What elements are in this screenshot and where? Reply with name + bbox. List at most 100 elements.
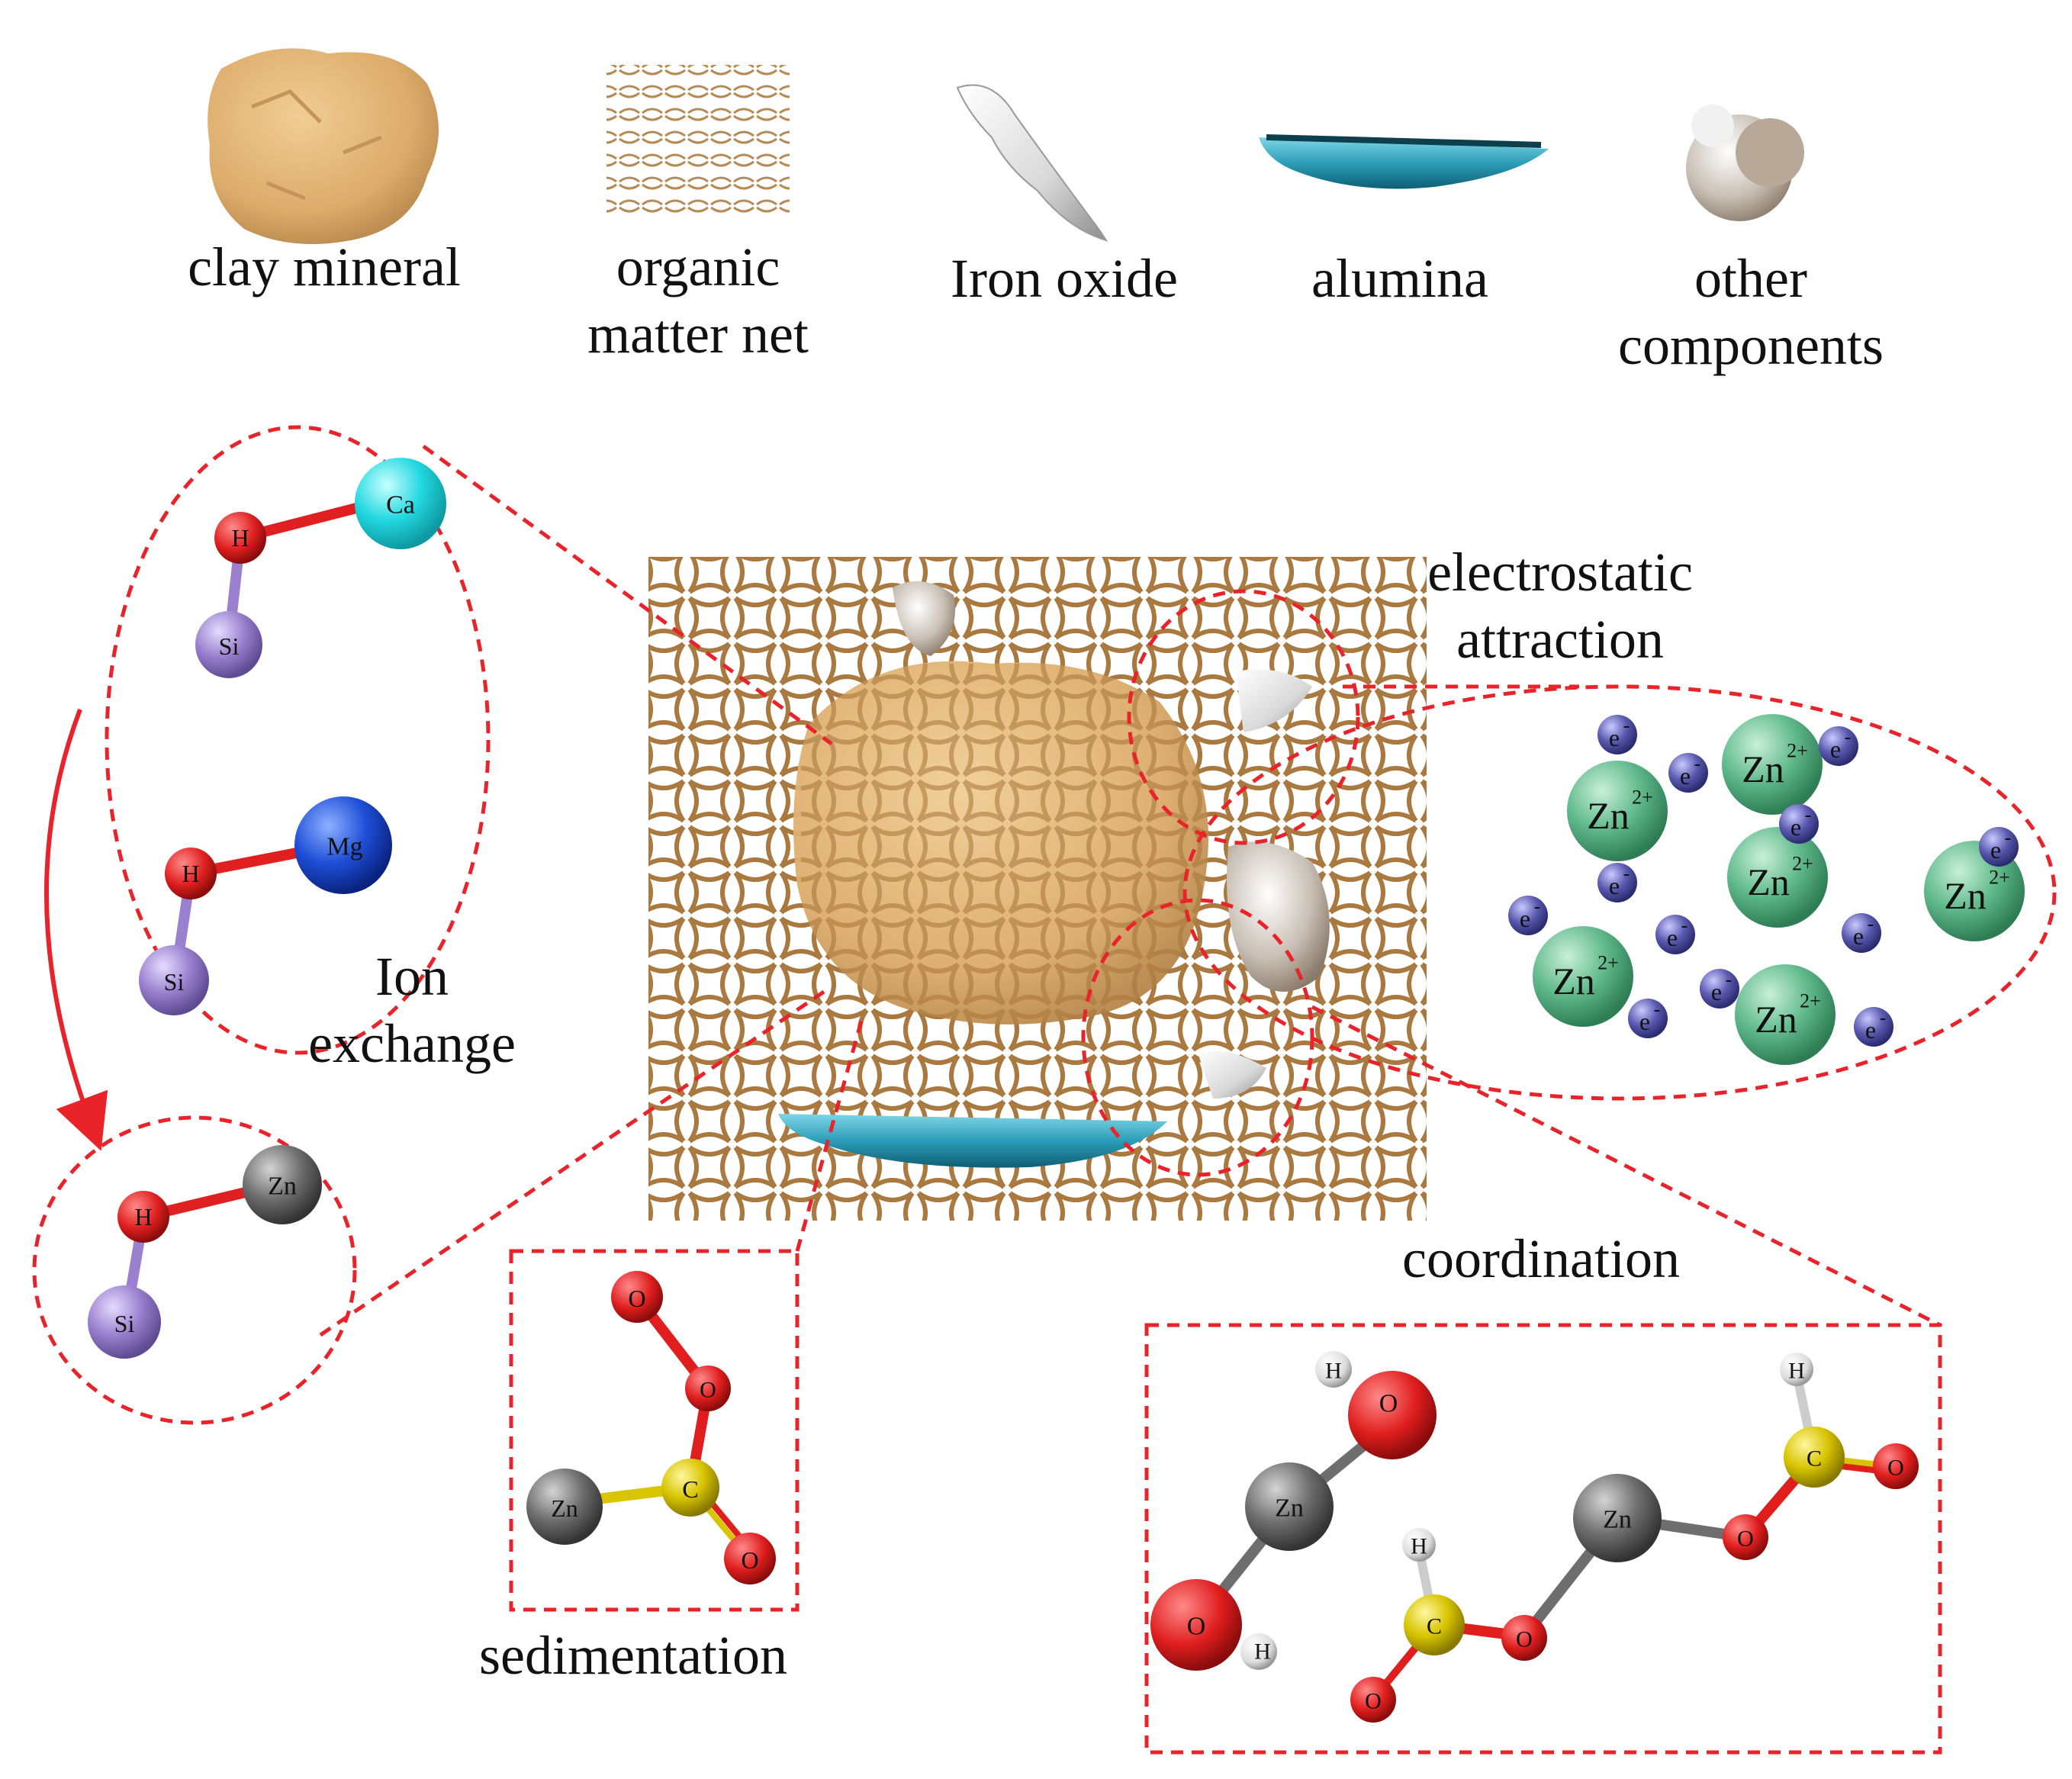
electron xyxy=(1842,913,1881,953)
electron-label: e xyxy=(1853,922,1864,950)
zn-ion xyxy=(1567,761,1668,861)
electron-charge: - xyxy=(1845,726,1852,748)
other-components-label-line2: components xyxy=(1618,315,1884,376)
o-label: O xyxy=(700,1378,716,1403)
electron-charge: - xyxy=(2005,827,2012,849)
electron xyxy=(1597,863,1637,902)
electron-charge: - xyxy=(1805,804,1812,826)
c-atom xyxy=(1784,1427,1845,1488)
o-atom xyxy=(1348,1371,1437,1459)
h-label: H xyxy=(231,524,249,552)
o-atom xyxy=(724,1533,776,1584)
other-components-label-line1: other xyxy=(1694,248,1807,309)
electrostatic-attraction-label-line1: electrostatic xyxy=(1427,542,1693,603)
iron-oxide-icon xyxy=(956,84,1108,242)
o-label: O xyxy=(1379,1390,1398,1418)
coordination-box xyxy=(1144,1323,1942,1755)
si-label: Si xyxy=(219,632,240,660)
zn-atom xyxy=(1573,1474,1662,1562)
zn-label: Zn xyxy=(1603,1506,1632,1534)
electron-charge: - xyxy=(1726,969,1733,991)
electrostatic-ellipse xyxy=(1182,684,2057,1101)
electron-charge: - xyxy=(1623,863,1630,885)
dashed-outlines xyxy=(32,425,2057,1755)
electron xyxy=(1979,827,2019,867)
zn-ion-charge: 2+ xyxy=(1632,787,1653,809)
o-atom xyxy=(1150,1579,1242,1671)
ca-atom xyxy=(355,458,446,549)
electrostatic-focus-ellipse xyxy=(1127,589,1360,845)
electron xyxy=(1508,896,1548,935)
zn-label: Zn xyxy=(1275,1494,1304,1523)
si-label: Si xyxy=(114,1310,135,1337)
si-atom xyxy=(195,611,262,678)
organic-matter-net-label-line2: matter net xyxy=(587,304,809,365)
electron-charge: - xyxy=(1880,1007,1887,1029)
si-atom xyxy=(139,945,209,1015)
h-atom xyxy=(117,1191,169,1243)
zn-ion-label: Zn xyxy=(1747,861,1790,903)
electron xyxy=(1700,969,1739,1009)
electron-label: e xyxy=(1667,924,1678,951)
o-atom xyxy=(1873,1443,1919,1489)
h-label: H xyxy=(1325,1359,1342,1384)
electron xyxy=(1597,715,1637,754)
zn-ion-label: Zn xyxy=(1742,748,1784,790)
ion-exchange-label-line1: Ion xyxy=(375,946,449,1007)
clay-mineral-label: clay mineral xyxy=(188,236,461,298)
electron xyxy=(1854,1007,1893,1047)
o-label: O xyxy=(1737,1526,1754,1552)
electron-label: e xyxy=(1990,836,2001,864)
zn-atom xyxy=(243,1145,322,1224)
h-atom xyxy=(214,512,266,564)
electron-charge: - xyxy=(1654,999,1661,1021)
electron-label: e xyxy=(1711,978,1722,1005)
alumina-label: alumina xyxy=(1311,248,1488,309)
electron-label: e xyxy=(1609,872,1620,899)
zn-ion-charge: 2+ xyxy=(1787,740,1808,762)
zn-formate-molecule: Zn O C O H O C H O xyxy=(1350,1353,1919,1723)
zn-ion xyxy=(1727,827,1828,928)
electron xyxy=(1779,804,1819,844)
electron xyxy=(1819,726,1858,766)
o-label: O xyxy=(628,1285,645,1312)
h-ca-si-molecule: Ca H Si xyxy=(195,458,446,678)
ca-label: Ca xyxy=(386,491,415,520)
organic-matter-net-icon xyxy=(606,65,790,217)
electron-label: e xyxy=(1865,1016,1876,1044)
electron-label: e xyxy=(1790,813,1801,841)
o-atom xyxy=(611,1271,663,1323)
electron-charge: - xyxy=(1868,913,1874,935)
electron-charge: - xyxy=(1694,753,1701,775)
zn-ion xyxy=(1735,964,1836,1065)
electron-label: e xyxy=(1830,735,1841,763)
electron-charge: - xyxy=(1681,915,1688,937)
coordination-label: coordination xyxy=(1402,1228,1680,1289)
zn-atom xyxy=(526,1469,603,1545)
zn-atom xyxy=(1245,1462,1334,1551)
alumina-icon xyxy=(1259,134,1549,189)
electron-label: e xyxy=(1680,762,1691,790)
h-atom xyxy=(1402,1528,1436,1562)
electron-label: e xyxy=(1639,1008,1650,1035)
si-label: Si xyxy=(164,968,185,996)
h-label: H xyxy=(182,860,199,887)
zn-ion-label: Zn xyxy=(1552,960,1595,1002)
c-atom xyxy=(661,1459,719,1517)
electron-charge: - xyxy=(1534,896,1541,918)
zn-ion-charge: 2+ xyxy=(1989,867,2010,889)
electron xyxy=(1668,753,1708,793)
o-label: O xyxy=(1887,1456,1904,1481)
zn-label: Zn xyxy=(551,1494,578,1522)
electron-charge: - xyxy=(1623,715,1630,737)
coordination-focus-ellipse xyxy=(1081,898,1314,1177)
zn-ion-charge: 2+ xyxy=(1597,952,1619,974)
o-label: O xyxy=(1365,1689,1382,1714)
o-label: O xyxy=(741,1546,758,1574)
electron xyxy=(1628,999,1668,1038)
zn-ion-label: Zn xyxy=(1755,998,1797,1041)
o-atom xyxy=(1350,1677,1396,1723)
h-zn-si-molecule: Zn H Si xyxy=(88,1145,322,1359)
